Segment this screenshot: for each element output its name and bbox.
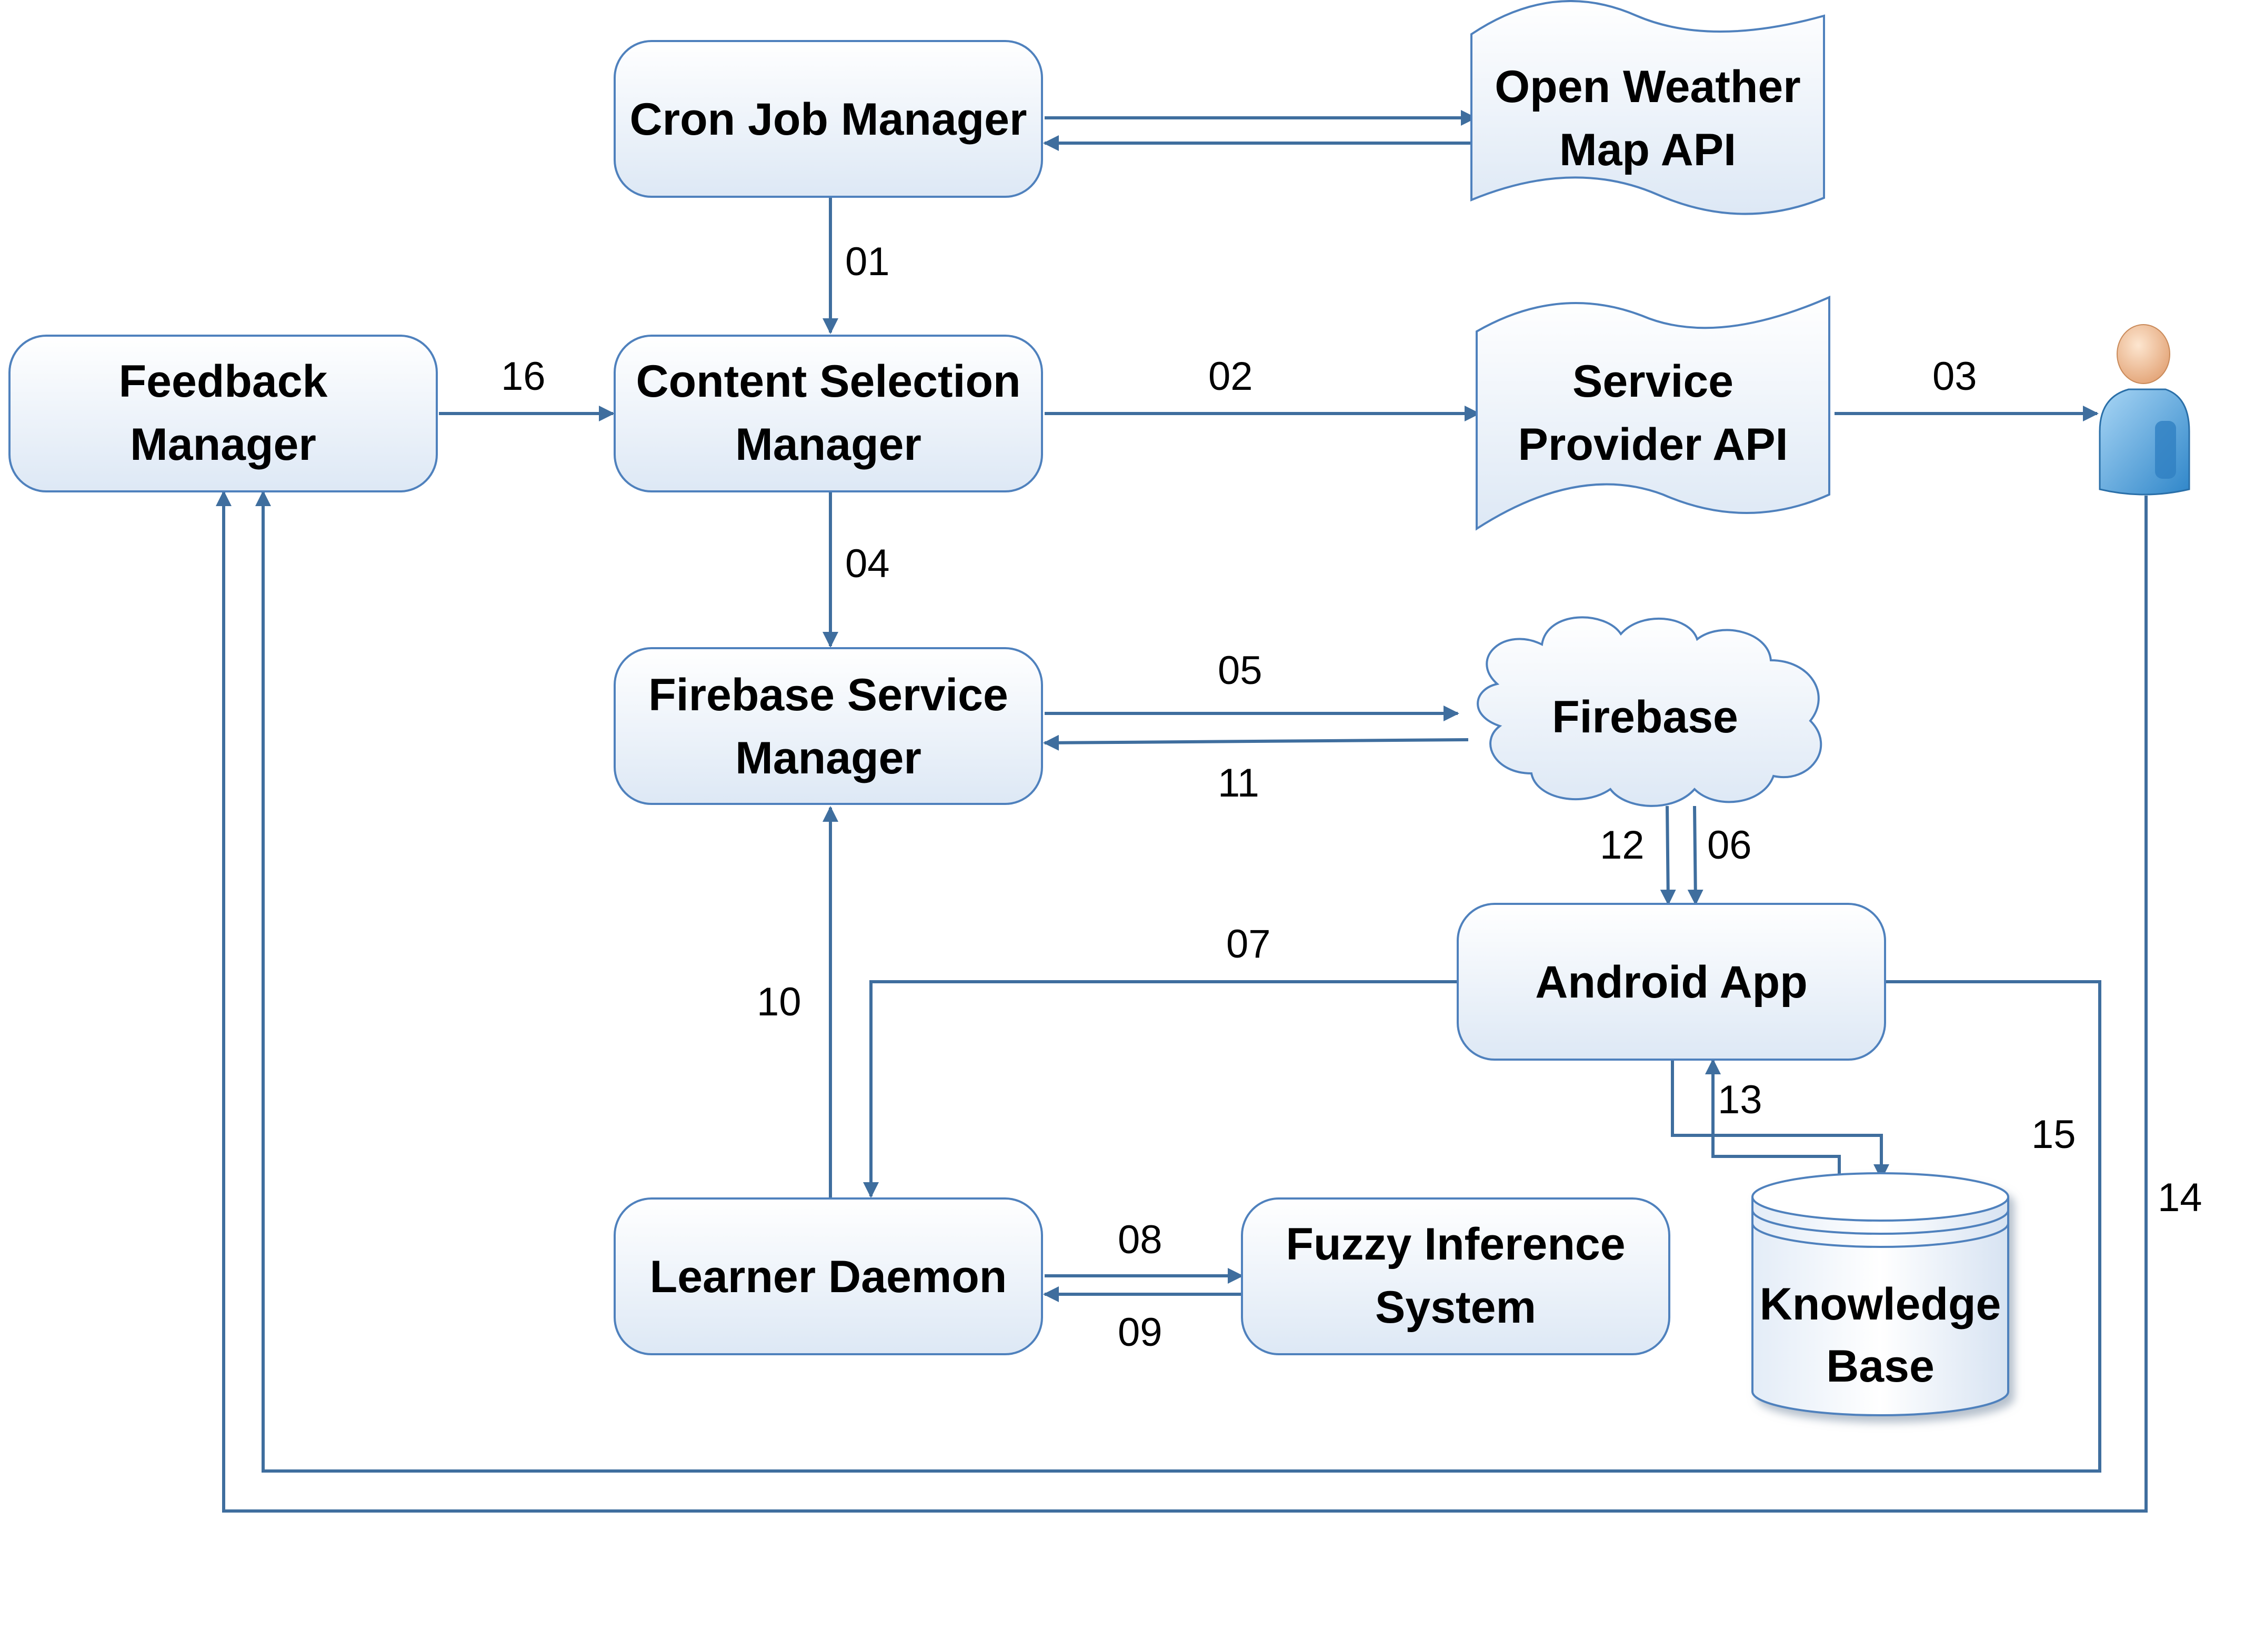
flow-label-07: 07 [1226, 922, 1271, 966]
arrow-11 [1043, 734, 1469, 751]
fuzzy-inference-system[interactable]: Fuzzy Inference System [1241, 1197, 1670, 1355]
cron-job-manager-label: Cron Job Manager [630, 94, 1027, 145]
android-app-label: Android App [1535, 957, 1807, 1008]
android-app[interactable]: Android App [1457, 903, 1886, 1061]
open-weather-map-api-label-line1: Open Weather [1495, 62, 1800, 112]
flow-label-08: 08 [1118, 1217, 1162, 1262]
feedback-manager-label-line2: Manager [130, 419, 316, 470]
knowledge-base-label-line1: Knowledge [1760, 1279, 2001, 1329]
flow-label-13: 13 [1718, 1077, 1762, 1122]
service-provider-api-label-line1: Service [1572, 356, 1733, 407]
arrow-14 [216, 490, 2148, 1513]
content-selection-manager-label-line1: Content Selection [636, 356, 1020, 407]
firebase-service-manager[interactable]: Firebase Service Manager [614, 647, 1043, 805]
learner-daemon[interactable]: Learner Daemon [614, 1197, 1043, 1355]
arrow-12 [1660, 805, 1676, 905]
feedback-manager-label-line1: Feedback [119, 356, 328, 407]
fuzzy-inference-system-label-line2: System [1375, 1282, 1536, 1333]
flow-label-01: 01 [845, 239, 890, 284]
service-provider-api-label-line2: Provider API [1518, 419, 1788, 470]
learner-daemon-label: Learner Daemon [650, 1252, 1007, 1302]
flow-label-09: 09 [1118, 1310, 1162, 1355]
service-provider-api[interactable]: Service Provider API [1476, 295, 1830, 531]
firebase-cloud[interactable]: Firebase [1477, 616, 1822, 807]
fuzzy-inference-system-label-line1: Fuzzy Inference [1286, 1219, 1625, 1270]
user-icon[interactable] [2099, 324, 2190, 496]
content-selection-manager[interactable]: Content Selection Manager [614, 335, 1043, 492]
firebase-label: Firebase [1552, 692, 1738, 742]
arrow-13 [1705, 1059, 1841, 1178]
flow-label-10: 10 [757, 980, 801, 1024]
flow-label-11: 11 [1218, 761, 1259, 805]
flow-label-05: 05 [1218, 648, 1262, 693]
flow-label-04: 04 [845, 541, 890, 586]
flow-label-03: 03 [1932, 354, 1977, 399]
flow-label-06: 06 [1707, 823, 1752, 868]
content-selection-manager-label-line2: Manager [735, 419, 921, 470]
feedback-manager[interactable]: Feedback Manager [8, 335, 438, 492]
cron-job-manager[interactable]: Cron Job Manager [614, 40, 1043, 198]
arrow-15 [255, 490, 2101, 1473]
flow-label-12: 12 [1600, 823, 1645, 868]
knowledge-base[interactable]: Knowledge Base [1751, 1172, 2009, 1416]
knowledge-base-label-line2: Base [1826, 1341, 1935, 1392]
arrow-07 [863, 980, 1468, 1198]
flow-label-15: 15 [2031, 1112, 2076, 1157]
flow-label-02: 02 [1208, 354, 1253, 399]
firebase-service-manager-label-line1: Firebase Service [648, 670, 1008, 720]
open-weather-map-api-label-line2: Map API [1559, 125, 1736, 175]
open-weather-map-api[interactable]: Open Weather Map API [1470, 0, 1825, 215]
connectors [216, 110, 2148, 1513]
flow-label-14: 14 [2158, 1175, 2202, 1220]
flow-label-16: 16 [501, 354, 546, 399]
arrow-android-to-kb [1671, 1060, 1889, 1180]
arrow-06 [1687, 805, 1703, 905]
firebase-service-manager-label-line2: Manager [735, 733, 921, 783]
